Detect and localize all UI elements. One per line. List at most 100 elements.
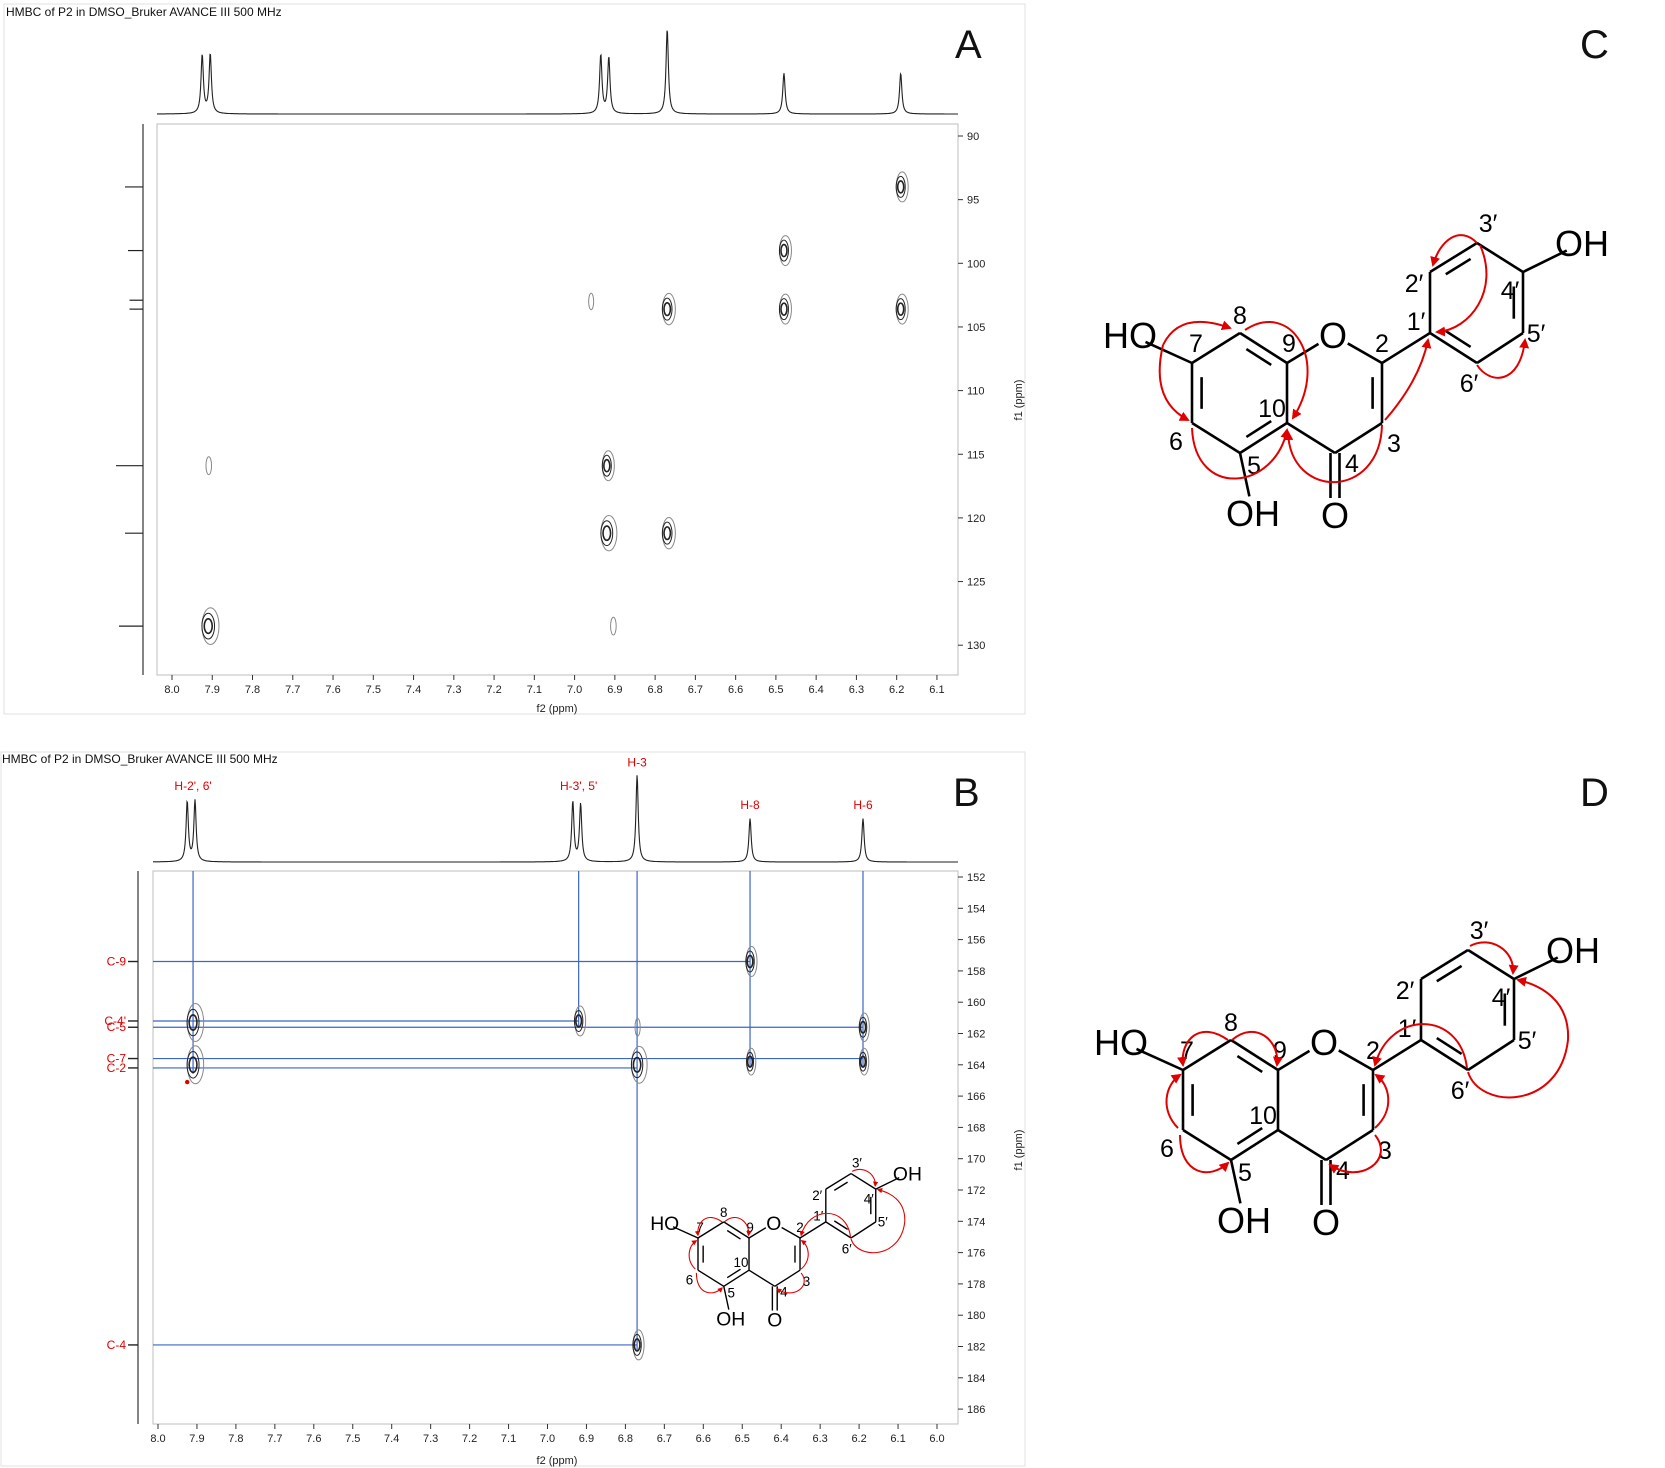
contour-ring — [602, 525, 612, 542]
bond — [1429, 331, 1478, 365]
hmbc-correlation-arrow — [1283, 424, 1383, 484]
inner-double-bond — [1245, 419, 1272, 439]
contour-ring — [745, 950, 755, 973]
bond — [1239, 331, 1288, 365]
hmbc-correlation-arrow — [850, 1188, 906, 1254]
x-tick-label: 7.7 — [267, 1433, 282, 1445]
contour-ring — [634, 1017, 641, 1037]
carbon-label: C-2 — [107, 1061, 127, 1075]
cross-peak — [778, 235, 792, 267]
atom-label-o4: O — [767, 1311, 782, 1332]
position-number-n4: 4 — [1345, 450, 1359, 478]
bond — [1347, 342, 1383, 365]
contour-ring — [575, 1014, 583, 1028]
contour-ring — [188, 1056, 198, 1074]
panel-b-letter: B — [953, 771, 980, 815]
bond — [1467, 1038, 1515, 1072]
hmbc-correlation-arrow — [1467, 976, 1570, 1099]
position-number-n6: 6 — [1169, 428, 1183, 456]
hmbc-correlation-arrow — [723, 1217, 752, 1237]
position-number-n4p: 4′ — [1492, 984, 1511, 1012]
position-number-n4p: 4′ — [864, 1192, 874, 1207]
contour-ring — [663, 526, 672, 541]
bond — [672, 1226, 699, 1239]
panel-d-letter: D — [1580, 771, 1609, 815]
bond — [1239, 421, 1288, 455]
contour-ring — [780, 302, 788, 316]
bond — [1229, 1159, 1242, 1204]
x-tick-label: 7.6 — [306, 1433, 321, 1445]
position-number-n5p: 5′ — [1527, 320, 1546, 348]
hmbc-correlation-arrow — [1162, 320, 1232, 346]
proton-spectrum — [153, 775, 958, 863]
x-tick-label: 7.9 — [205, 684, 220, 696]
cross-peak — [601, 450, 615, 482]
contour-ring — [603, 458, 611, 473]
atom-label-o1: O — [766, 1214, 781, 1235]
position-number-n5p: 5′ — [878, 1215, 888, 1230]
cross-peak — [895, 293, 909, 325]
x-tick-label: 6.3 — [813, 1433, 828, 1445]
contour-ring — [588, 292, 595, 311]
position-number-n6p: 6′ — [1451, 1077, 1470, 1105]
position-number-n10: 10 — [1258, 395, 1286, 423]
hmbc-correlation-arrow — [688, 1240, 698, 1270]
cross-peak — [858, 1047, 870, 1076]
atom-label-o1: O — [1319, 315, 1347, 356]
position-number-n8: 8 — [1233, 302, 1247, 330]
cross-peak — [610, 616, 617, 636]
contour-ring — [896, 302, 905, 316]
y-tick-label: 120 — [967, 513, 985, 525]
contour-ring — [661, 297, 673, 321]
position-number-n2: 2 — [1366, 1037, 1380, 1065]
contour-ring — [573, 1009, 584, 1032]
x-tick-label: 7.8 — [245, 684, 260, 696]
x-tick-label: 7.3 — [423, 1433, 438, 1445]
carbon-label: C-4 — [107, 1338, 127, 1352]
x-tick-label: 7.0 — [567, 684, 582, 696]
y-tick-label: 184 — [967, 1373, 985, 1385]
bond — [1338, 1049, 1374, 1072]
position-number-n5: 5 — [1238, 1159, 1252, 1187]
inner-double-bond — [726, 1268, 741, 1279]
contour-ring — [746, 954, 754, 969]
bond — [1476, 331, 1524, 365]
inner-double-bond — [1245, 347, 1272, 367]
atom-label-o4: O — [1312, 1202, 1340, 1243]
y-tick-label: 115 — [967, 449, 985, 461]
y-tick-label: 180 — [967, 1310, 985, 1322]
proton-label: H-6 — [853, 798, 873, 812]
contour-ring — [859, 1020, 867, 1034]
cross-peak — [634, 1017, 641, 1037]
y-tick-label: 158 — [967, 966, 985, 978]
red-dot-marker — [185, 1079, 190, 1085]
position-number-n8: 8 — [720, 1205, 727, 1220]
panel-a-letter: A — [955, 23, 982, 67]
contour-ring — [858, 1051, 867, 1072]
hmbc-correlation-arrow — [851, 1168, 879, 1187]
bond — [1277, 1049, 1311, 1072]
y-tick-label: 178 — [967, 1279, 985, 1291]
position-number-n9: 9 — [1282, 330, 1296, 358]
position-number-n2: 2 — [1375, 330, 1389, 358]
atom-label-oh4p: OH — [1555, 223, 1609, 264]
bond — [748, 1269, 776, 1287]
x-tick-label: 6.4 — [774, 1433, 789, 1445]
carbon-label: C-4' — [104, 1014, 126, 1028]
panel-c-letter: C — [1580, 23, 1609, 67]
position-number-n10: 10 — [733, 1255, 748, 1270]
y-tick-label: 186 — [967, 1404, 985, 1416]
y-tick-label: 166 — [967, 1091, 985, 1103]
y-tick-label: 154 — [967, 903, 985, 915]
position-number-n2: 2 — [796, 1220, 803, 1235]
x-tick-label: 6.8 — [618, 1433, 633, 1445]
hmbc-correlation-arrow — [776, 1272, 805, 1294]
position-number-n3: 3 — [1387, 430, 1401, 458]
hmbc-correlation-arrow — [1165, 1073, 1182, 1129]
bond — [1513, 956, 1559, 981]
panel-a-ylabel: f1 (ppm) — [1013, 380, 1025, 421]
atom-label-oh5: OH — [1217, 1200, 1271, 1241]
hmbc-correlation-arrow — [1328, 1134, 1382, 1174]
